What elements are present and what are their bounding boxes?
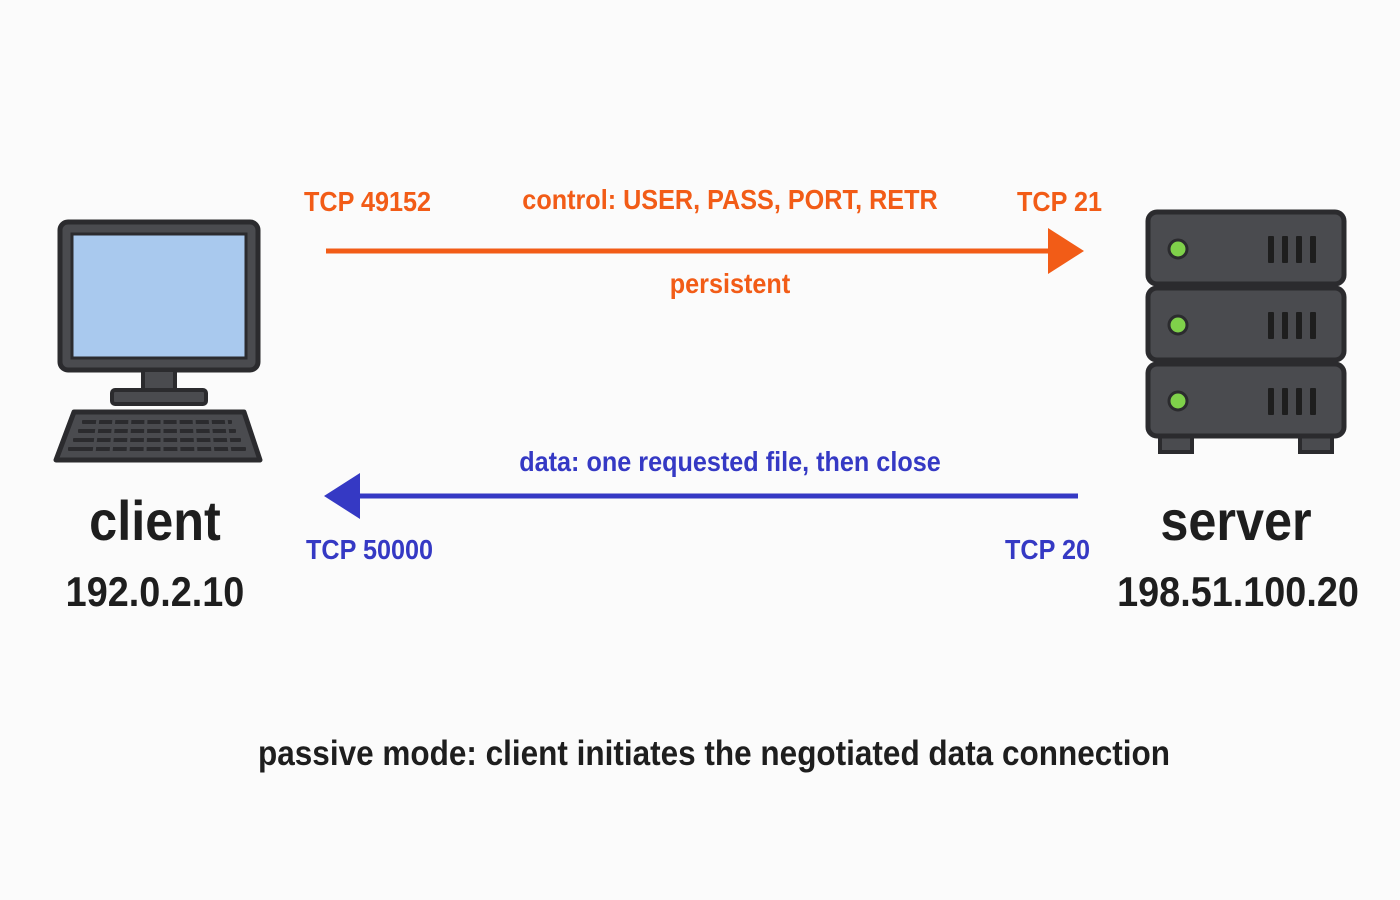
client-ip-label: 192.0.2.10 bbox=[65, 568, 245, 615]
control-client-port-label: TCP 49152 bbox=[304, 186, 432, 217]
server-unit-3 bbox=[1145, 361, 1347, 439]
data-server-port-label: TCP 20 bbox=[1005, 534, 1090, 565]
monitor-screen bbox=[70, 232, 248, 360]
control-arrowhead bbox=[1048, 228, 1084, 274]
data-arrowhead bbox=[324, 473, 360, 519]
data-connection-arrow bbox=[324, 473, 1078, 519]
monitor-base bbox=[110, 388, 208, 406]
data-client-port-label: TCP 50000 bbox=[306, 534, 434, 565]
server-unit-1 bbox=[1145, 209, 1347, 287]
server-name-label: server bbox=[1160, 489, 1312, 552]
server-unit-2 bbox=[1145, 285, 1347, 363]
server-led-1 bbox=[1167, 238, 1189, 260]
server-vents-1 bbox=[1268, 236, 1316, 263]
server-led-2 bbox=[1167, 314, 1189, 336]
keyboard-key-gaps bbox=[92, 417, 232, 454]
control-connection-label: control: USER, PASS, PORT, RETR bbox=[522, 184, 938, 215]
control-connection-arrow bbox=[326, 228, 1084, 274]
desktop-computer-icon bbox=[53, 219, 263, 463]
server-vents-3 bbox=[1268, 388, 1316, 415]
server-rack-icon bbox=[1145, 209, 1347, 454]
data-connection-label: data: one requested file, then close bbox=[519, 446, 941, 477]
client-name-label: client bbox=[89, 489, 221, 552]
server-led-3 bbox=[1167, 390, 1189, 412]
server-ip-label: 198.51.100.20 bbox=[1117, 568, 1359, 615]
server-vents-2 bbox=[1268, 312, 1316, 339]
control-server-port-label: TCP 21 bbox=[1017, 186, 1102, 217]
diagram-caption: passive mode: client initiates the negot… bbox=[258, 734, 1170, 773]
control-lifetime-label: persistent bbox=[669, 268, 791, 299]
